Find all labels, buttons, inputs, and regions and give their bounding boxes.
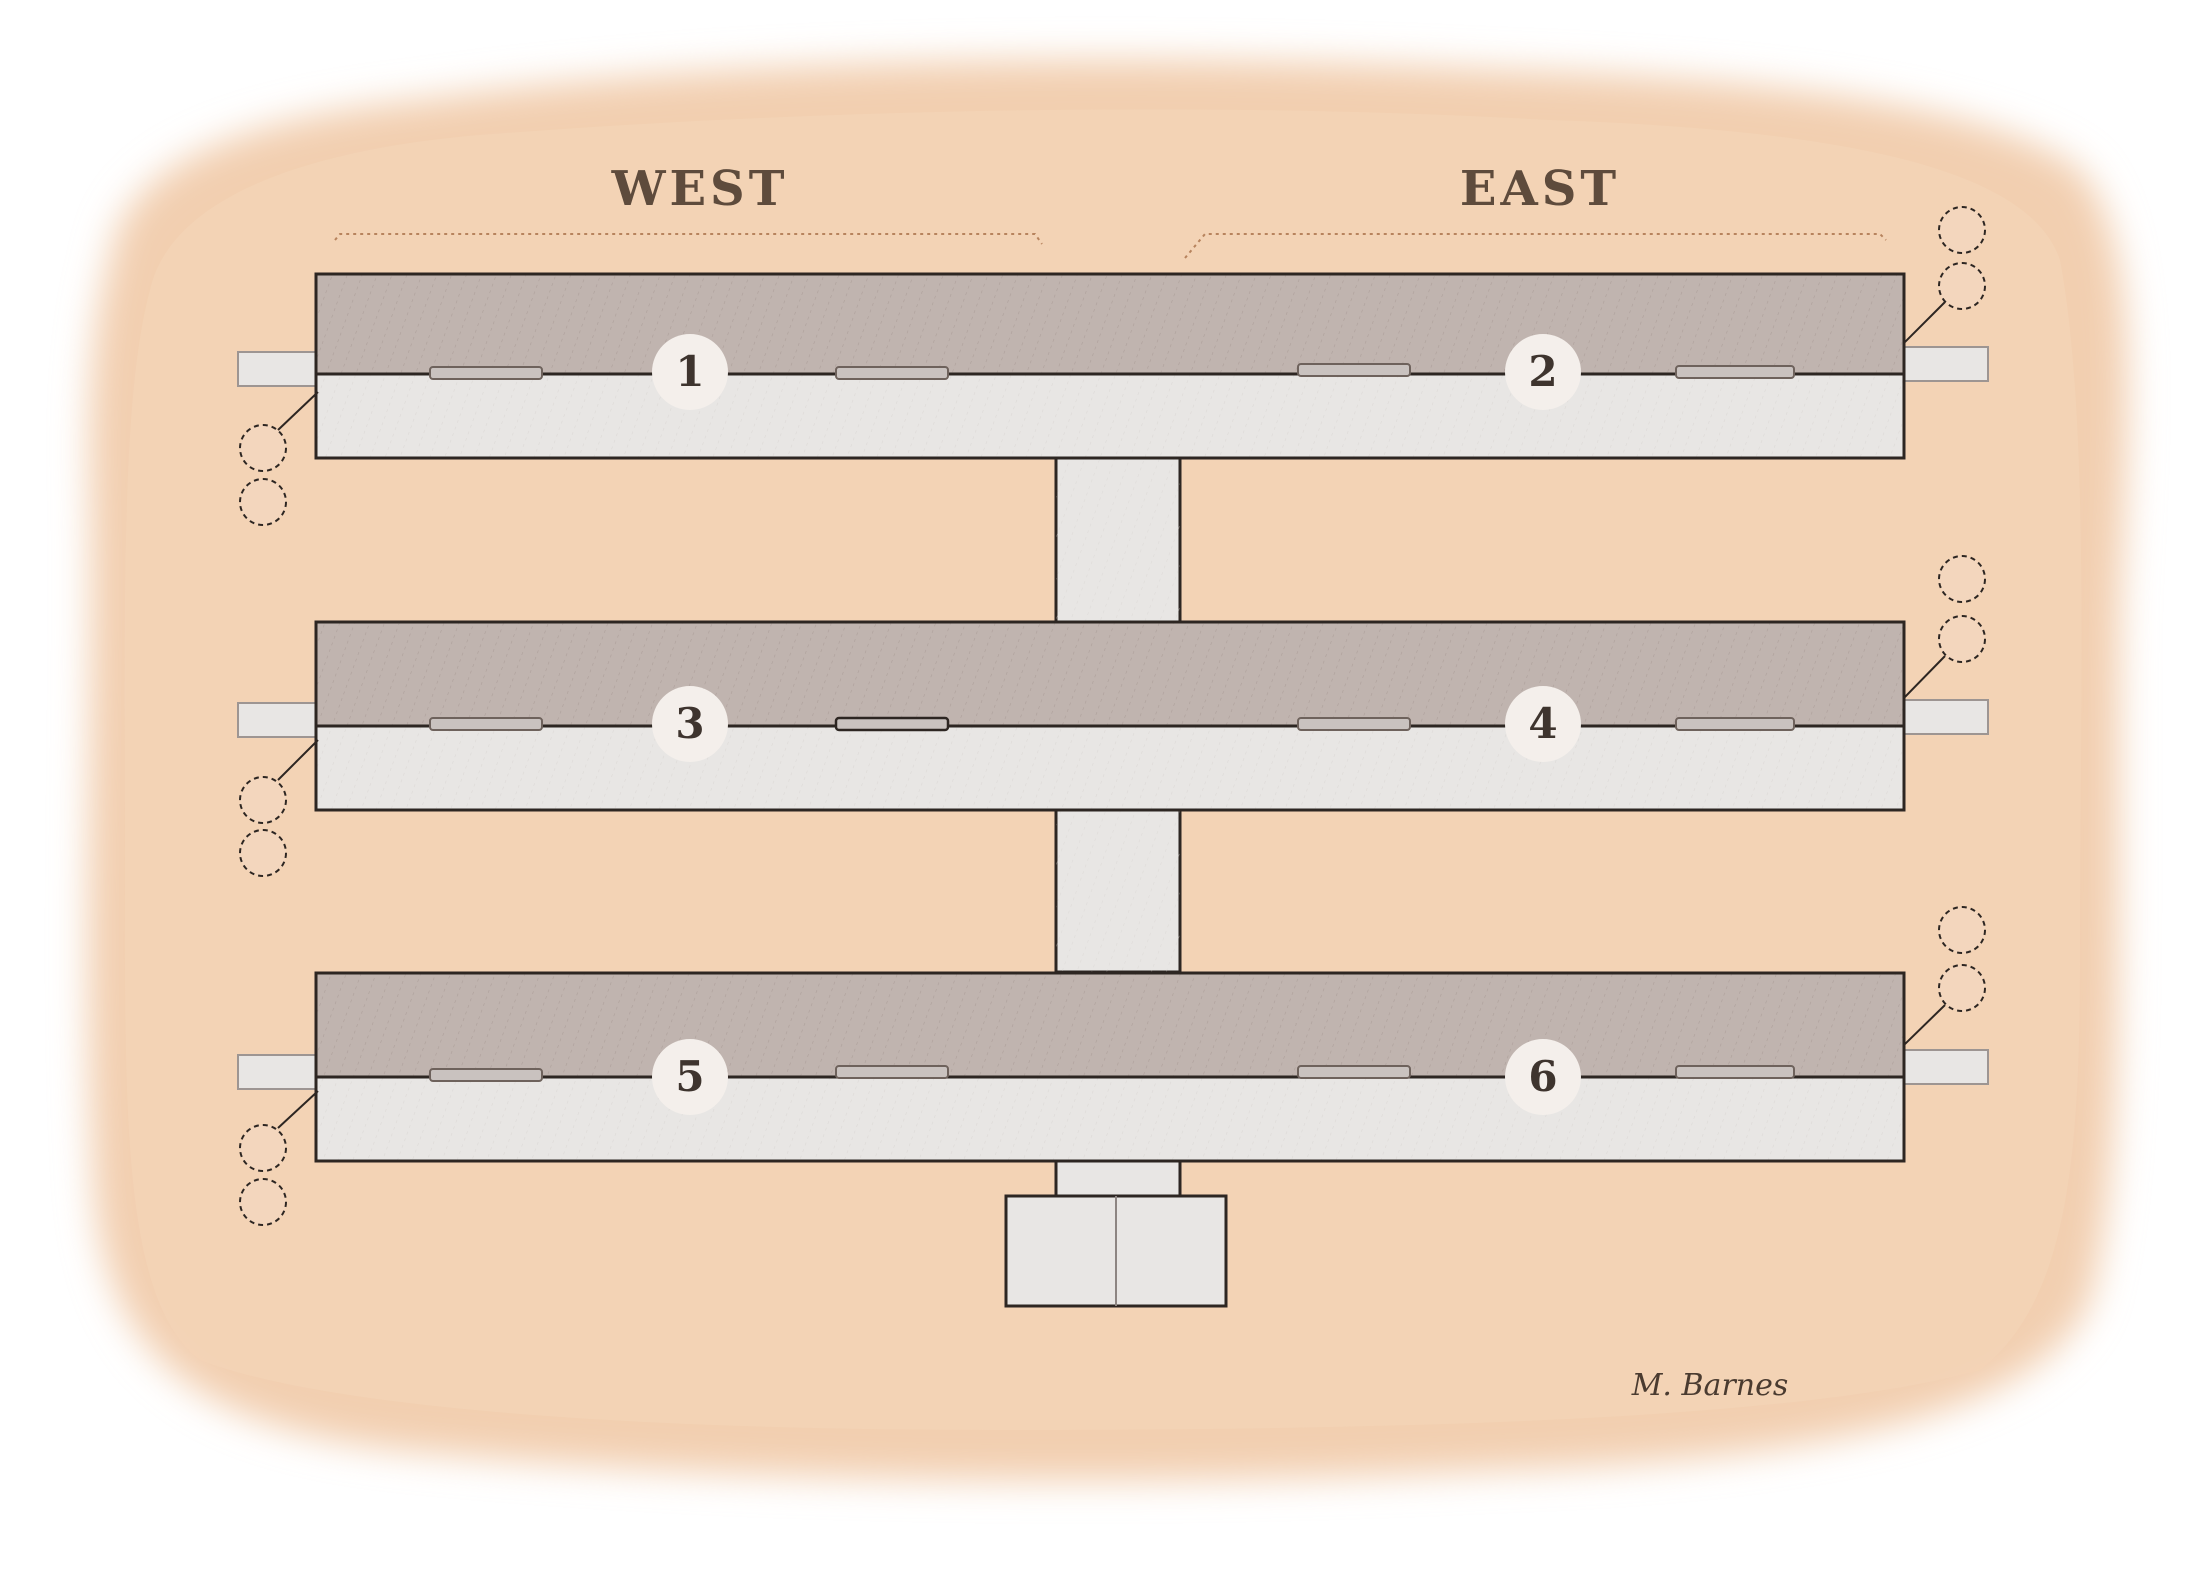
corridor-2-3 <box>1054 807 1182 974</box>
corridor-1-2 <box>1054 455 1182 624</box>
building-1 <box>237 206 1989 526</box>
building-3 <box>237 906 1989 1226</box>
west-label: WEST <box>611 161 789 217</box>
annex-building <box>1004 1194 1228 1308</box>
building-2 <box>237 555 1989 877</box>
building-number-1: 1 <box>675 347 704 396</box>
artist-signature: M. Barnes <box>1631 1368 1789 1403</box>
east-bracket <box>1184 233 1887 259</box>
building-number-2: 2 <box>1528 347 1557 396</box>
corridor-bottom <box>1054 1158 1182 1202</box>
building-number-6: 6 <box>1528 1052 1557 1101</box>
building-number-5: 5 <box>675 1052 704 1101</box>
building-number-3: 3 <box>675 699 704 748</box>
building-number-4: 4 <box>1528 699 1557 748</box>
west-bracket <box>334 233 1043 245</box>
east-label: EAST <box>1460 161 1620 217</box>
